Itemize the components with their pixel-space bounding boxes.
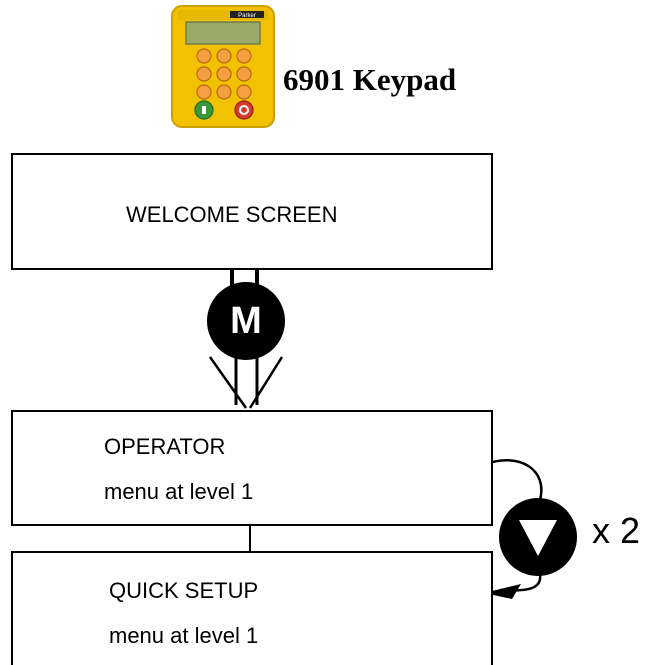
welcome-screen-box: WELCOME SCREEN [11, 153, 493, 270]
welcome-screen-label: WELCOME SCREEN [126, 202, 338, 227]
operator-menu-box: OPERATOR menu at level 1 [11, 410, 493, 526]
keypad-title: 6901 Keypad [283, 62, 457, 97]
operator-title: OPERATOR [104, 434, 226, 459]
m-key-label: M [230, 299, 262, 342]
keypad-brand: Parker [238, 13, 256, 19]
down-triangle-icon [519, 520, 557, 556]
quick-setup-menu-box: QUICK SETUP menu at level 1 [11, 551, 493, 665]
down-key-button [499, 498, 577, 576]
repeat-count-label: x 2 [592, 510, 641, 551]
m-key-button: M [207, 282, 285, 360]
operator-subtitle: menu at level 1 [104, 479, 254, 504]
keypad-image: Parker [171, 5, 275, 128]
quick-setup-title: QUICK SETUP [109, 578, 259, 603]
quick-setup-subtitle: menu at level 1 [109, 623, 259, 648]
